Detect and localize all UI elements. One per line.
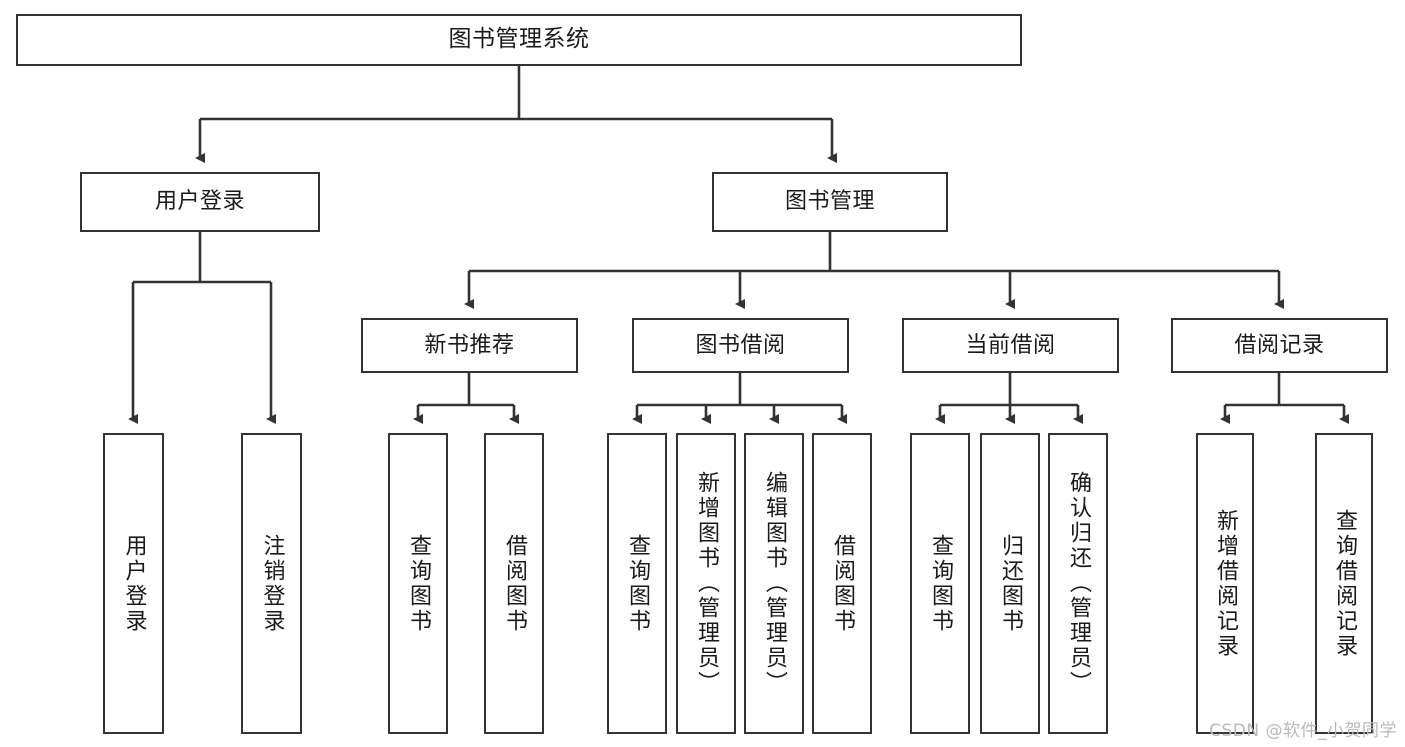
- node-leaf-borrow-book-1-label: 借阅图书: [502, 533, 527, 634]
- node-leaf-query-book-2[interactable]: 查询图书: [607, 433, 667, 734]
- node-leaf-edit-book[interactable]: 编辑图书（管理员）: [744, 433, 804, 734]
- node-leaf-logout[interactable]: 注销登录: [241, 433, 302, 734]
- node-leaf-return-book[interactable]: 归还图书: [980, 433, 1040, 734]
- node-book-borrow-label: 图书借阅: [695, 332, 786, 358]
- node-leaf-query-record[interactable]: 查询借阅记录: [1315, 433, 1373, 734]
- node-book-manage[interactable]: 图书管理: [712, 172, 948, 232]
- node-leaf-confirm-return-label: 确认归还（管理员）: [1066, 471, 1091, 696]
- node-leaf-add-book-label: 新增图书（管理员）: [694, 471, 719, 696]
- node-borrow-record-label: 借阅记录: [1234, 332, 1325, 358]
- node-leaf-query-book-1-label: 查询图书: [406, 533, 431, 634]
- watermark: CSDN @软件_小贺同学: [1209, 721, 1397, 741]
- node-current-borrow-label: 当前借阅: [965, 332, 1056, 358]
- node-leaf-query-record-label: 查询借阅记录: [1332, 508, 1357, 659]
- node-leaf-borrow-book-2[interactable]: 借阅图书: [812, 433, 872, 734]
- node-current-borrow[interactable]: 当前借阅: [902, 318, 1119, 373]
- node-leaf-borrow-book-2-label: 借阅图书: [830, 533, 855, 634]
- node-leaf-query-book-1[interactable]: 查询图书: [388, 433, 448, 734]
- node-new-book-recommend[interactable]: 新书推荐: [361, 318, 578, 373]
- node-user-login[interactable]: 用户登录: [80, 172, 320, 232]
- node-leaf-confirm-return[interactable]: 确认归还（管理员）: [1048, 433, 1108, 734]
- node-leaf-logout-label: 注销登录: [259, 533, 285, 634]
- node-root-label: 图书管理系统: [448, 26, 590, 53]
- node-leaf-user-login[interactable]: 用户登录: [103, 433, 164, 734]
- node-borrow-record[interactable]: 借阅记录: [1171, 318, 1388, 373]
- node-user-login-label: 用户登录: [154, 189, 245, 215]
- node-leaf-query-book-2-label: 查询图书: [625, 533, 650, 634]
- node-leaf-return-book-label: 归还图书: [998, 533, 1023, 634]
- node-leaf-edit-book-label: 编辑图书（管理员）: [762, 471, 787, 696]
- node-new-book-recommend-label: 新书推荐: [424, 332, 515, 358]
- node-leaf-query-book-3[interactable]: 查询图书: [910, 433, 970, 734]
- node-leaf-add-record-label: 新增借阅记录: [1213, 508, 1238, 659]
- node-leaf-add-record[interactable]: 新增借阅记录: [1196, 433, 1254, 734]
- node-leaf-user-login-label: 用户登录: [121, 533, 147, 634]
- node-book-manage-label: 图书管理: [784, 189, 875, 215]
- node-root[interactable]: 图书管理系统: [16, 14, 1022, 66]
- node-book-borrow[interactable]: 图书借阅: [632, 318, 849, 373]
- node-leaf-borrow-book-1[interactable]: 借阅图书: [484, 433, 544, 734]
- node-leaf-add-book[interactable]: 新增图书（管理员）: [676, 433, 736, 734]
- node-leaf-query-book-3-label: 查询图书: [928, 533, 953, 634]
